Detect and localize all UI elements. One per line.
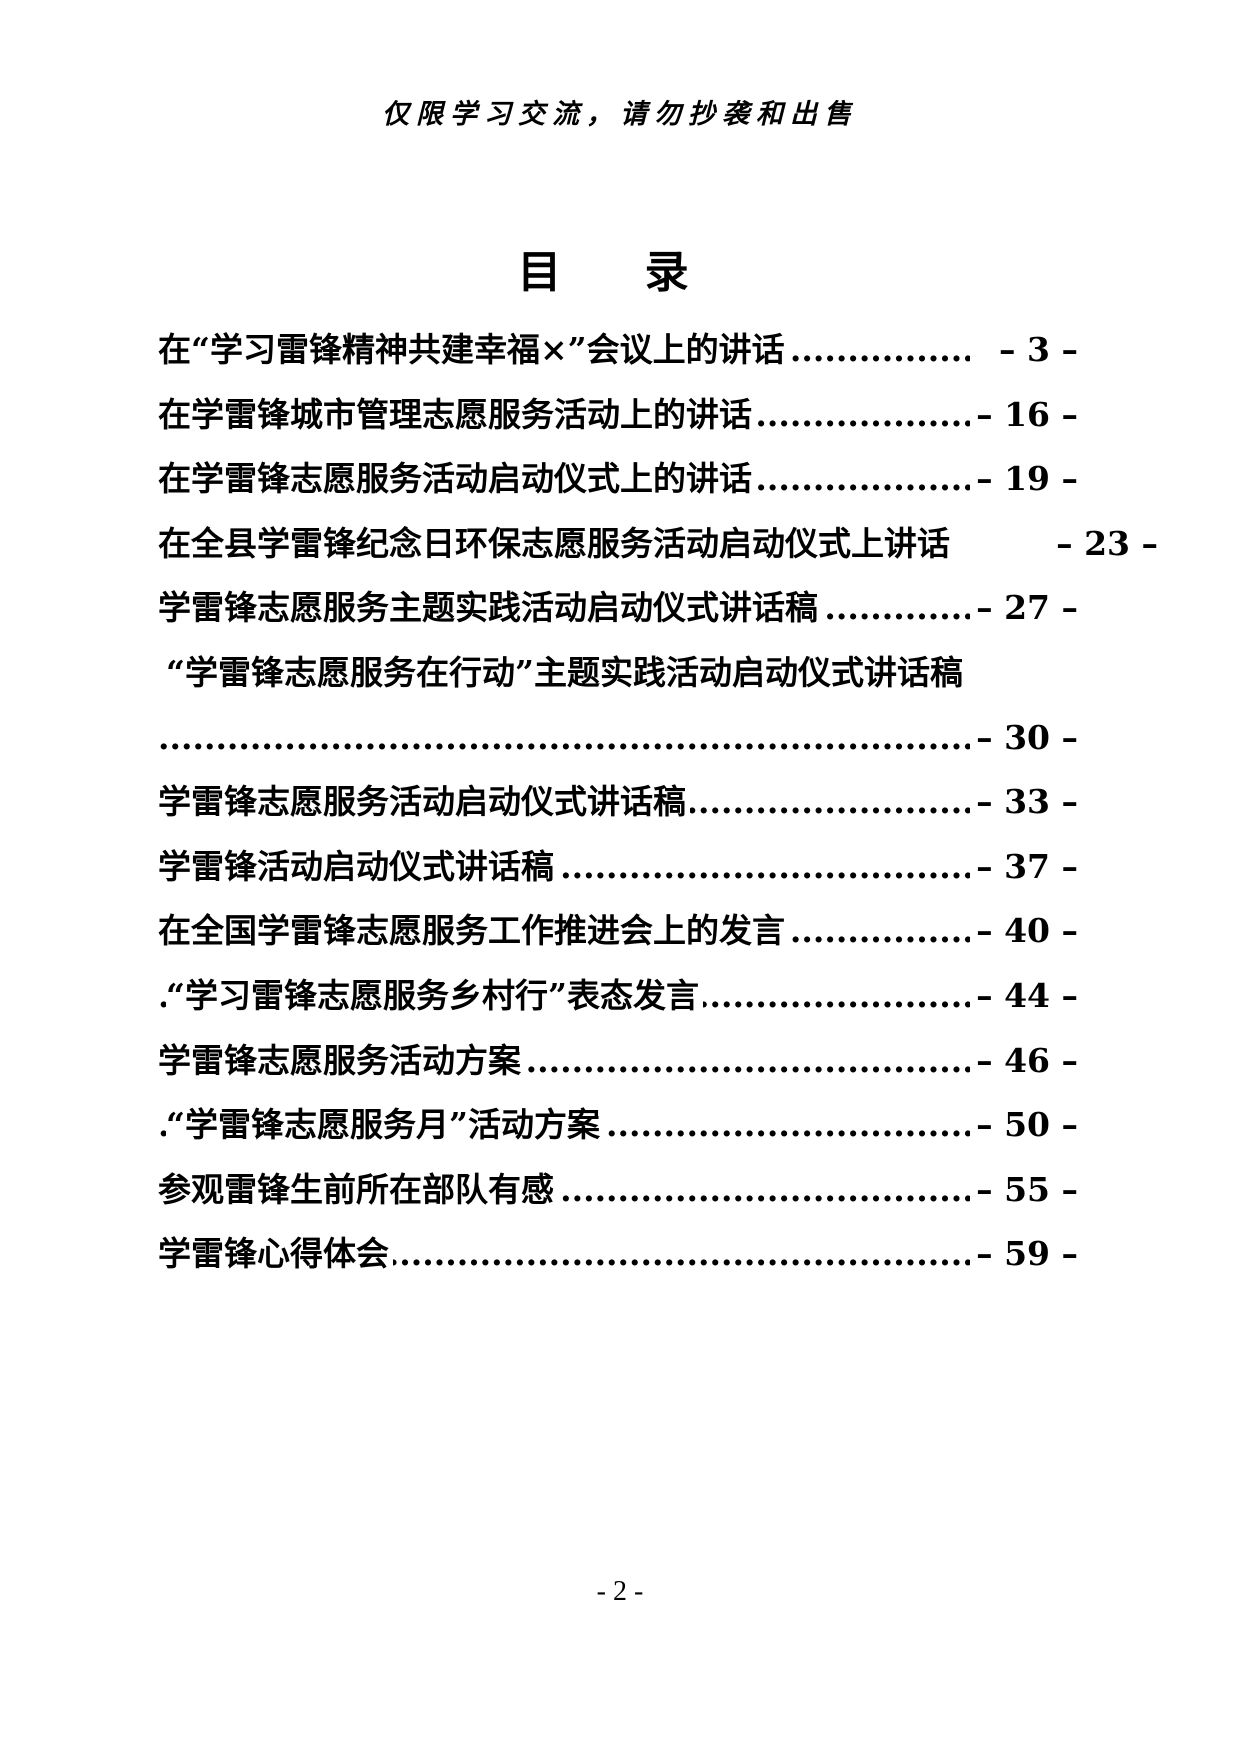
toc-entry[interactable]: ........................................… — [158, 382, 1078, 448]
toc-entry-page: – 30 – — [974, 705, 1078, 771]
toc-entry[interactable]: ........................................… — [158, 1093, 1078, 1158]
toc-entry-page: – 16 – — [974, 382, 1078, 448]
toc-entry[interactable]: ........................................… — [158, 576, 1078, 641]
toc-title: 目 录 — [517, 247, 723, 298]
toc-entry-page: – 19 – — [974, 447, 1078, 512]
toc-entry[interactable]: ........................................… — [158, 834, 1078, 900]
toc-entry-page: – 40 – — [974, 899, 1078, 964]
toc-entry-title: 学雷锋心得体会 — [158, 1222, 393, 1287]
toc-entry-title: 在“学习雷锋精神共建幸福×”会议上的讲话 — [158, 318, 789, 383]
toc-entry-page: – 37 – — [974, 834, 1078, 900]
toc-entry-title: 学雷锋活动启动仪式讲话稿 — [158, 834, 558, 900]
toc-entry-continuation[interactable]: ........................................… — [158, 705, 1078, 771]
toc-list: ........................................… — [158, 318, 1158, 1287]
toc-entry-page: – 44 – — [974, 963, 1078, 1029]
toc-entry-page: – 50 – — [974, 1093, 1078, 1158]
dot-leader: ........................................… — [158, 717, 970, 757]
toc-entry-page: – 23 – — [1054, 511, 1158, 577]
toc-entry-title: “学习雷锋志愿服务乡村行”表态发言 — [166, 963, 703, 1029]
toc-entry-page: – 46 – — [974, 1028, 1078, 1094]
toc-entry-page: – 33 – — [974, 770, 1078, 835]
toc-entry[interactable]: ........................................… — [158, 1028, 1078, 1094]
toc-entry-title: “学雷锋志愿服务月”活动方案 — [166, 1093, 604, 1158]
toc-entry[interactable]: 在全县学雷锋纪念日环保志愿服务活动启动仪式上讲话 – 23 – — [158, 511, 1158, 577]
toc-entry[interactable]: ........................................… — [158, 770, 1078, 835]
toc-entry-page: – 59 – — [974, 1222, 1078, 1287]
toc-entry-title: “学雷锋志愿服务在行动”主题实践活动启动仪式讲话稿 — [166, 640, 967, 706]
toc-entry[interactable]: ........................................… — [158, 1157, 1078, 1223]
toc-entry-title: 学雷锋志愿服务活动启动仪式讲话稿 — [158, 770, 690, 835]
toc-entry[interactable]: ........................................… — [158, 318, 1078, 383]
header-note: 仅限学习交流，请勿抄袭和出售 — [382, 99, 858, 130]
toc-entry[interactable]: “学雷锋志愿服务在行动”主题实践活动启动仪式讲话稿 — [158, 640, 1078, 706]
toc-entry-title: 在学雷锋城市管理志愿服务活动上的讲话 — [158, 382, 756, 448]
toc-entry-title: 学雷锋志愿服务主题实践活动启动仪式讲话稿 — [158, 576, 822, 641]
toc-entry-title: 参观雷锋生前所在部队有感 — [158, 1157, 558, 1223]
toc-entry-title: 在学雷锋志愿服务活动启动仪式上的讲话 — [158, 447, 756, 512]
page-number: - 2 - — [596, 1576, 644, 1607]
toc-entry-page: – 3 – — [997, 318, 1078, 383]
toc-entry-page: – 55 – — [974, 1157, 1078, 1223]
toc-entry[interactable]: ........................................… — [158, 899, 1078, 964]
toc-entry-page: – 27 – — [974, 576, 1078, 641]
toc-entry[interactable]: ........................................… — [158, 447, 1078, 512]
toc-entry[interactable]: ........................................… — [158, 963, 1078, 1029]
toc-entry-title: 在全县学雷锋纪念日环保志愿服务活动启动仪式上讲话 — [158, 511, 954, 577]
toc-entry-title: 在全国学雷锋志愿服务工作推进会上的发言 — [158, 899, 789, 964]
toc-entry-title: 学雷锋志愿服务活动方案 — [158, 1028, 525, 1094]
toc-entry[interactable]: ........................................… — [158, 1222, 1078, 1287]
